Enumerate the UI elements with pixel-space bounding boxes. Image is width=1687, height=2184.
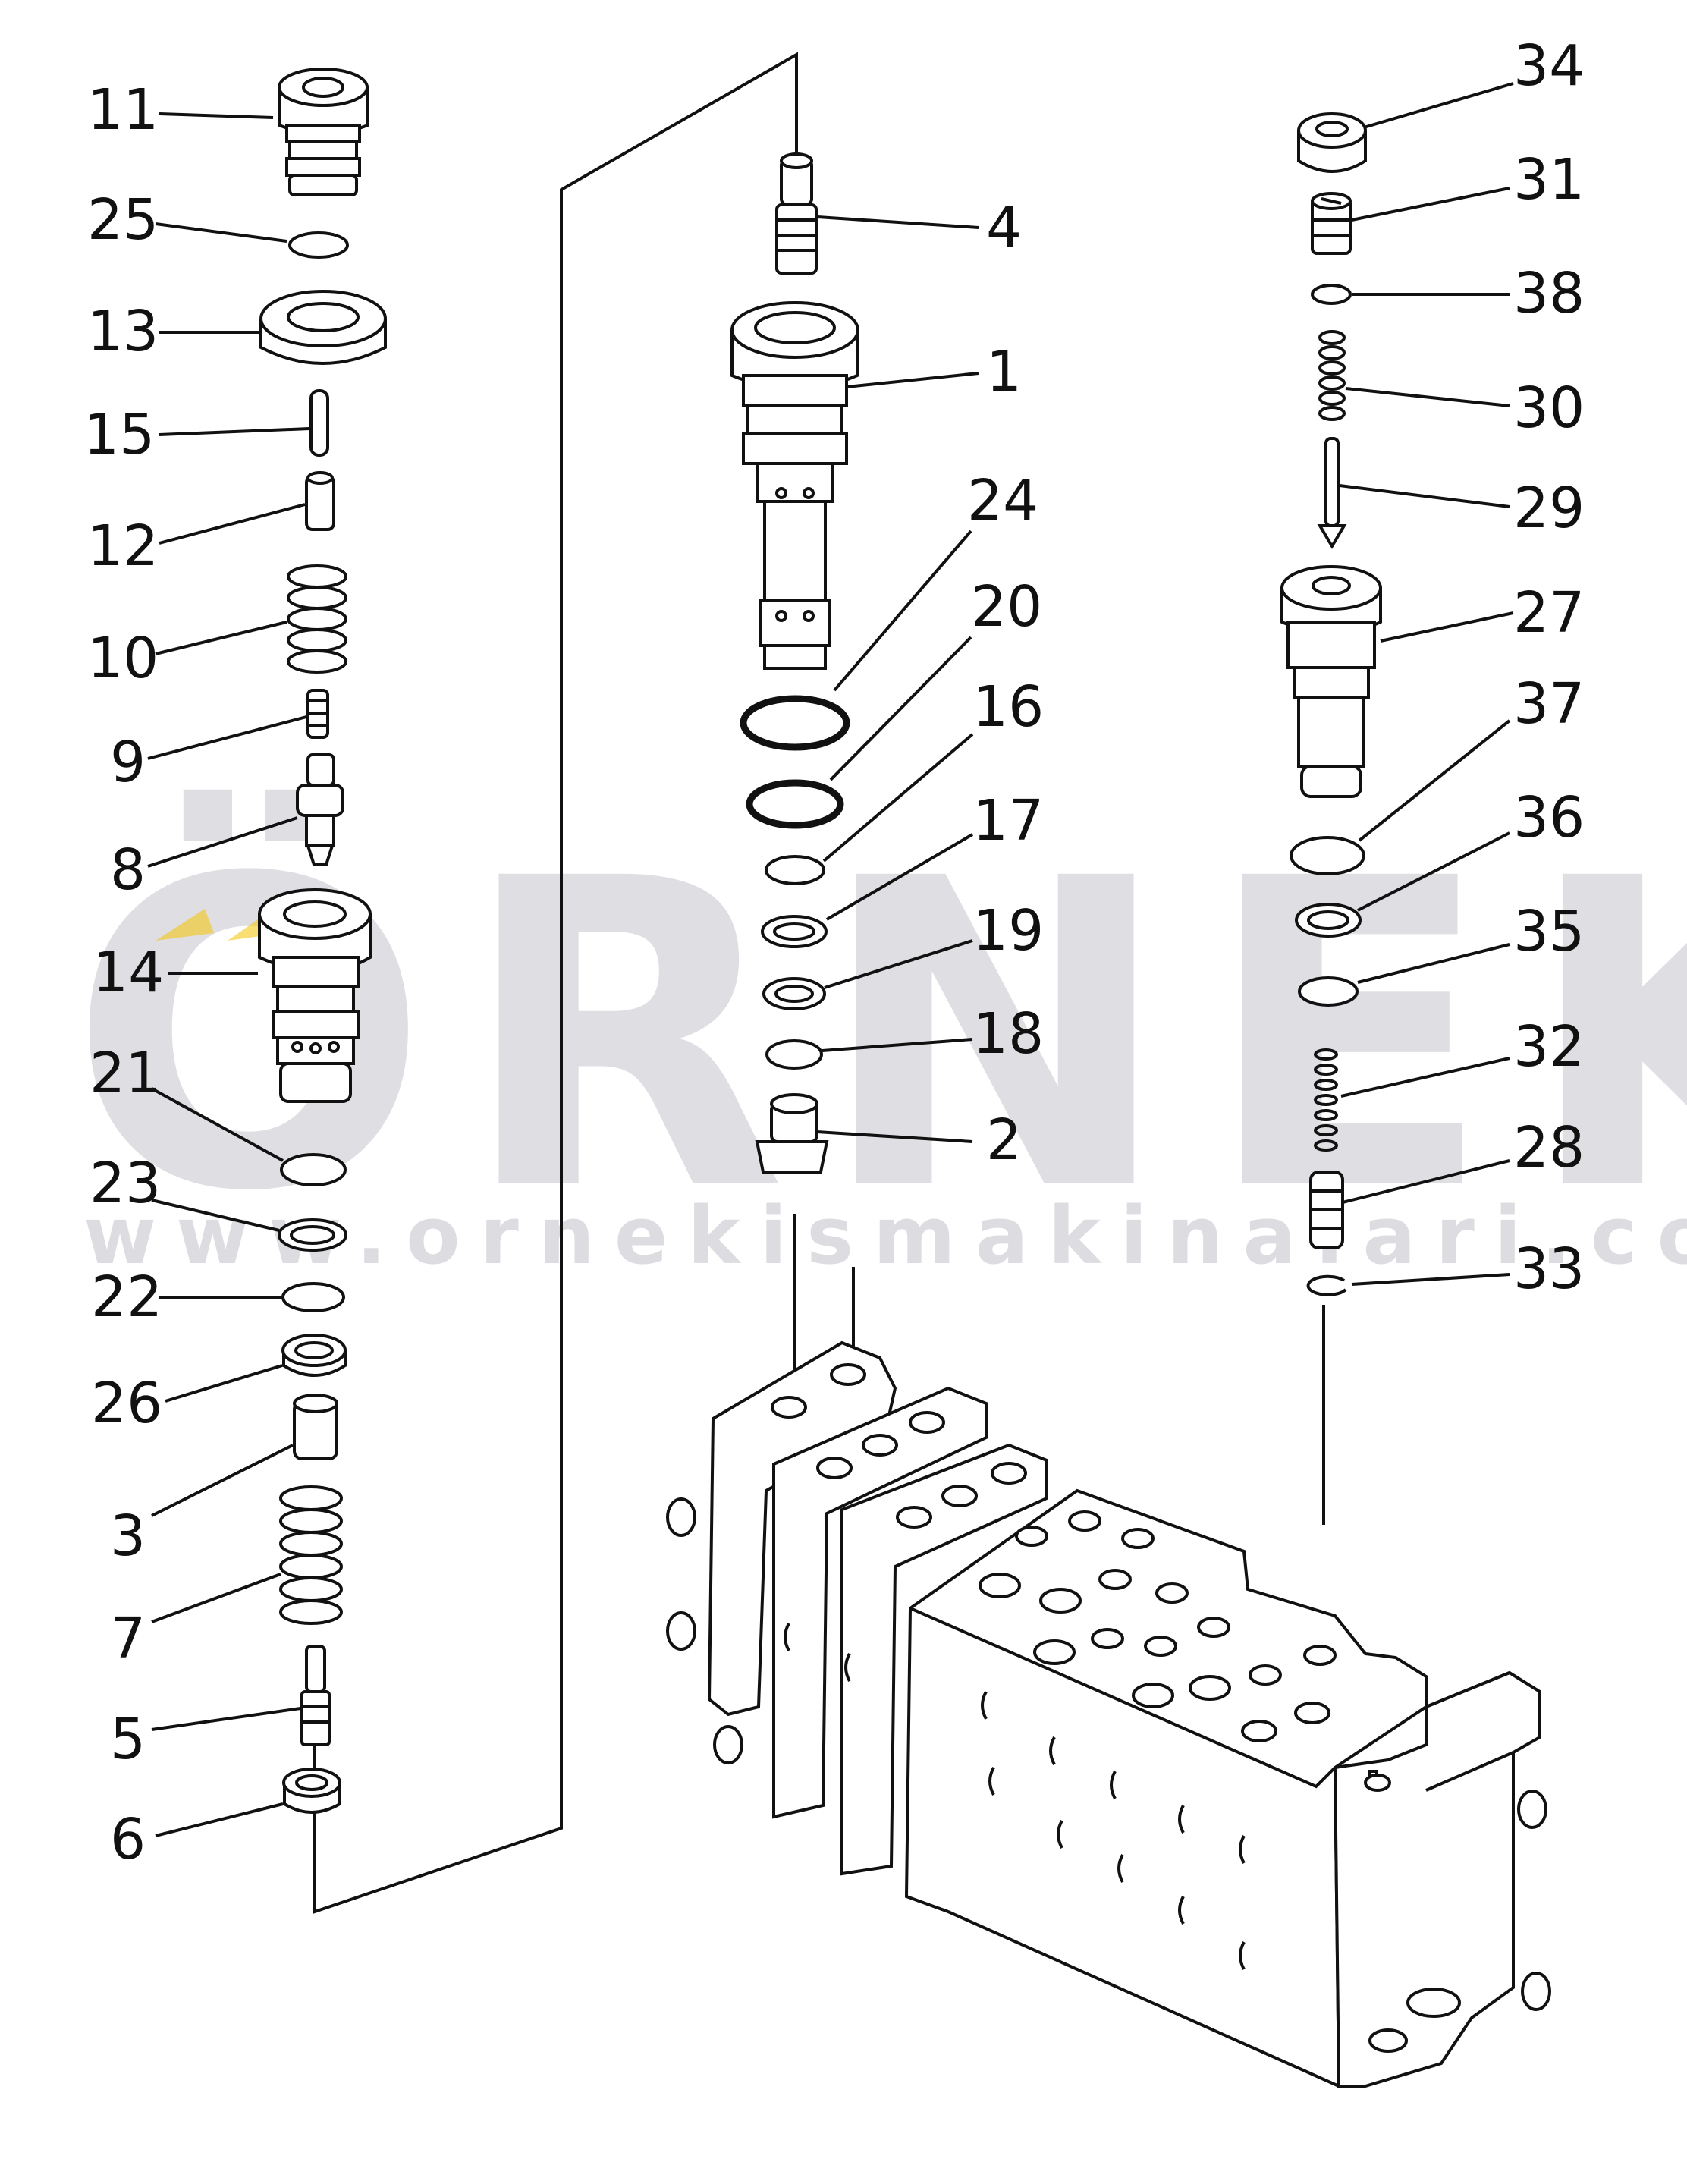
part-29-needle <box>1317 437 1347 549</box>
part-35-oring <box>1298 976 1359 1007</box>
part-24-oring <box>740 695 850 751</box>
callout-7: 7 <box>110 1606 146 1671</box>
callout-34: 34 <box>1513 33 1585 99</box>
part-7-spring <box>279 1485 343 1625</box>
part-8-poppet <box>296 753 344 866</box>
callout-6: 6 <box>110 1807 146 1872</box>
callout-18: 18 <box>972 1001 1044 1067</box>
callout-1: 1 <box>986 339 1022 404</box>
part-16-oring <box>765 855 825 885</box>
part-30-spring <box>1318 330 1346 421</box>
callout-12: 12 <box>87 514 159 579</box>
callout-15: 15 <box>83 402 155 467</box>
part-28-plug <box>1309 1171 1344 1249</box>
callout-20: 20 <box>971 574 1042 639</box>
callout-16: 16 <box>972 674 1044 740</box>
part-6-plug <box>282 1768 341 1814</box>
callout-25: 25 <box>87 187 159 253</box>
part-11-cap <box>278 68 369 196</box>
callout-38: 38 <box>1513 261 1585 326</box>
part-10-spring <box>287 564 347 674</box>
callout-5: 5 <box>110 1707 146 1772</box>
callout-2: 2 <box>986 1108 1022 1173</box>
callout-33: 33 <box>1513 1237 1585 1302</box>
part-2-plug <box>755 1093 829 1174</box>
part-26-ring <box>281 1334 347 1377</box>
callout-22: 22 <box>91 1265 162 1330</box>
callout-23: 23 <box>90 1151 161 1216</box>
part-17-ring <box>761 915 828 948</box>
callout-37: 37 <box>1513 671 1585 737</box>
center-column-parts <box>730 152 859 1174</box>
part-33-snapring <box>1306 1274 1347 1296</box>
control-valve-assembly <box>666 1340 1551 2089</box>
callout-24: 24 <box>967 468 1038 533</box>
callout-36: 36 <box>1513 785 1585 850</box>
part-5-spool <box>300 1645 331 1746</box>
part-34-nut <box>1297 112 1367 173</box>
callout-17: 17 <box>972 788 1044 853</box>
part-12-piston <box>305 471 335 531</box>
valve-top-ports <box>979 1510 1337 1742</box>
part-23-ring <box>278 1218 347 1252</box>
part-36-ring <box>1295 903 1362 938</box>
callout-8: 8 <box>110 837 146 903</box>
part-32-spring <box>1314 1048 1338 1152</box>
part-14-body <box>258 888 372 1103</box>
callout-9: 9 <box>110 730 146 795</box>
part-27-body <box>1280 565 1382 798</box>
callout-32: 32 <box>1513 1014 1585 1079</box>
callout-29: 29 <box>1513 476 1585 541</box>
callout-numbers: 11 25 13 15 12 10 9 8 14 21 23 22 26 3 7… <box>83 33 1585 1872</box>
callout-28: 28 <box>1513 1115 1585 1180</box>
part-18-oring <box>765 1039 823 1070</box>
callout-11: 11 <box>87 77 159 143</box>
callout-21: 21 <box>90 1041 161 1106</box>
left-column-parts <box>258 68 387 1814</box>
part-38-oring <box>1311 284 1352 305</box>
callout-30: 30 <box>1513 376 1585 441</box>
callout-14: 14 <box>93 940 164 1005</box>
part-13-nut <box>259 290 387 365</box>
watermark-accent-mark <box>156 909 282 941</box>
callout-27: 27 <box>1513 580 1585 646</box>
part-4-valve <box>775 152 818 275</box>
part-37-oring <box>1290 836 1365 875</box>
part-21-oring <box>280 1153 347 1186</box>
leader-lines <box>147 82 1514 1837</box>
part-1-body <box>730 301 859 670</box>
part-9-spring <box>306 689 329 739</box>
part-15-pin <box>309 389 329 457</box>
callout-13: 13 <box>87 299 159 364</box>
part-22-oring <box>281 1282 345 1312</box>
part-19-ring <box>762 977 826 1010</box>
callout-31: 31 <box>1513 147 1585 212</box>
callout-3: 3 <box>110 1504 146 1569</box>
right-column-parts <box>1280 112 1382 1296</box>
part-31-screw <box>1311 192 1352 255</box>
watermark-url: www.ornekismakinalari.com.tr <box>83 1189 1687 1282</box>
callout-26: 26 <box>91 1371 162 1436</box>
part-3-piston <box>293 1394 338 1460</box>
callout-35: 35 <box>1513 899 1585 964</box>
valve-front-ports <box>784 1623 1246 1970</box>
part-20-oring <box>746 779 844 829</box>
callout-10: 10 <box>87 626 159 691</box>
part-25-oring <box>288 231 349 259</box>
callout-19: 19 <box>972 898 1044 963</box>
callout-4: 4 <box>986 195 1022 260</box>
